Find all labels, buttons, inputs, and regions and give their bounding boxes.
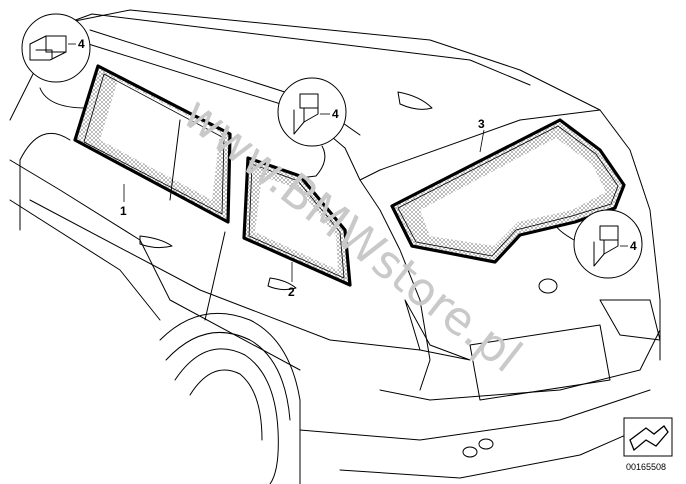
callout-4-middle: 4 <box>332 107 339 121</box>
direction-arrow-icon <box>623 417 673 457</box>
leader-lines <box>123 129 485 282</box>
part-number: 00165508 <box>626 462 666 472</box>
callout-1: 1 <box>120 204 127 218</box>
sunblind-rear-side-window <box>242 156 352 287</box>
sunblind-left-side-window <box>73 64 232 224</box>
holder-detail-top-left <box>21 13 91 109</box>
callout-4-right: 4 <box>630 239 637 253</box>
callout-4-top-left: 4 <box>78 37 85 51</box>
holder-detail-right <box>555 209 643 279</box>
callout-2: 2 <box>288 285 295 299</box>
holder-detail-middle <box>277 77 347 179</box>
car-body-outline <box>9 9 661 484</box>
callout-3: 3 <box>478 117 485 131</box>
